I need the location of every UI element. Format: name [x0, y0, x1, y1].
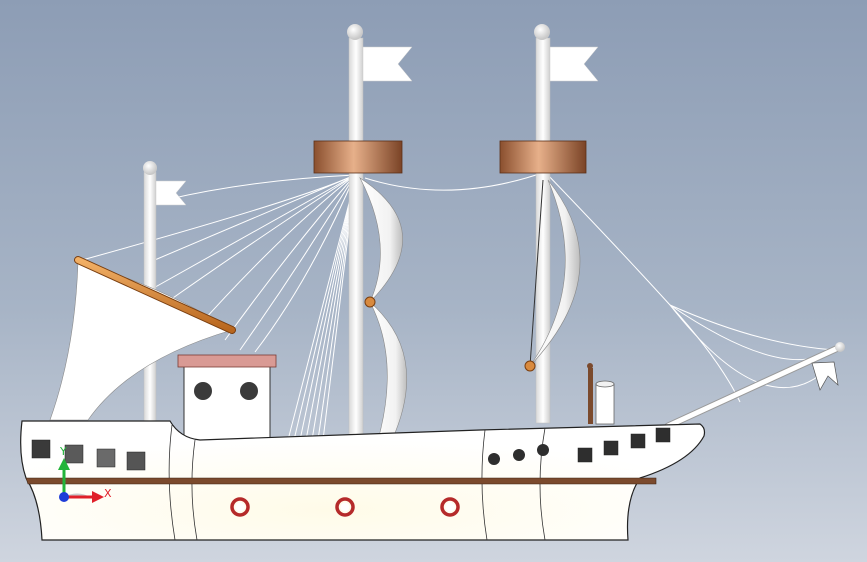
hull-portholes: [488, 444, 549, 465]
mizzen-pennant-flag: [549, 46, 599, 82]
cabin-roof: [177, 354, 277, 368]
main-lower-sail: [369, 301, 408, 441]
coordinate-triad[interactable]: Y X: [58, 445, 112, 503]
mizzen-sails[interactable]: [524, 179, 581, 372]
hull-rub-rail: [25, 477, 657, 485]
x-axis-label: X: [104, 487, 112, 500]
deck-post: [588, 368, 593, 424]
mizzen-mast[interactable]: [499, 24, 599, 424]
cabin-porthole: [194, 382, 212, 400]
bowsprit[interactable]: [664, 342, 845, 430]
main-sails[interactable]: [359, 177, 408, 441]
y-axis-label: Y: [59, 445, 67, 458]
deck-cabin[interactable]: [177, 354, 277, 443]
hull-windows-fore: [577, 427, 671, 463]
main-crows-nest: [313, 140, 403, 174]
sail-clew-ring: [364, 296, 376, 308]
rigging-lines: [74, 171, 836, 441]
fore-pennant-flag: [155, 180, 187, 206]
sail-clew-ring: [524, 360, 536, 372]
main-pennant-flag: [362, 46, 413, 82]
funnel: [595, 383, 615, 425]
mast-top-ball: [347, 24, 363, 40]
ship-hull[interactable]: [20, 420, 706, 541]
hull-windows-aft: [31, 439, 146, 471]
mizzen-crows-nest: [499, 140, 587, 174]
cabin-porthole: [240, 382, 258, 400]
deck-fittings[interactable]: [587, 363, 615, 425]
bow-flag: [811, 361, 839, 391]
z-axis-dot: [59, 492, 69, 502]
main-mast[interactable]: [313, 24, 413, 444]
fore-sail[interactable]: [49, 256, 236, 421]
mast-top-ball: [143, 161, 157, 175]
fore-boom: [75, 257, 235, 333]
bowsprit-tip-ball: [835, 342, 845, 352]
mast-top-ball: [534, 24, 550, 40]
life-rings: [230, 497, 460, 517]
main-upper-sail: [359, 177, 403, 303]
